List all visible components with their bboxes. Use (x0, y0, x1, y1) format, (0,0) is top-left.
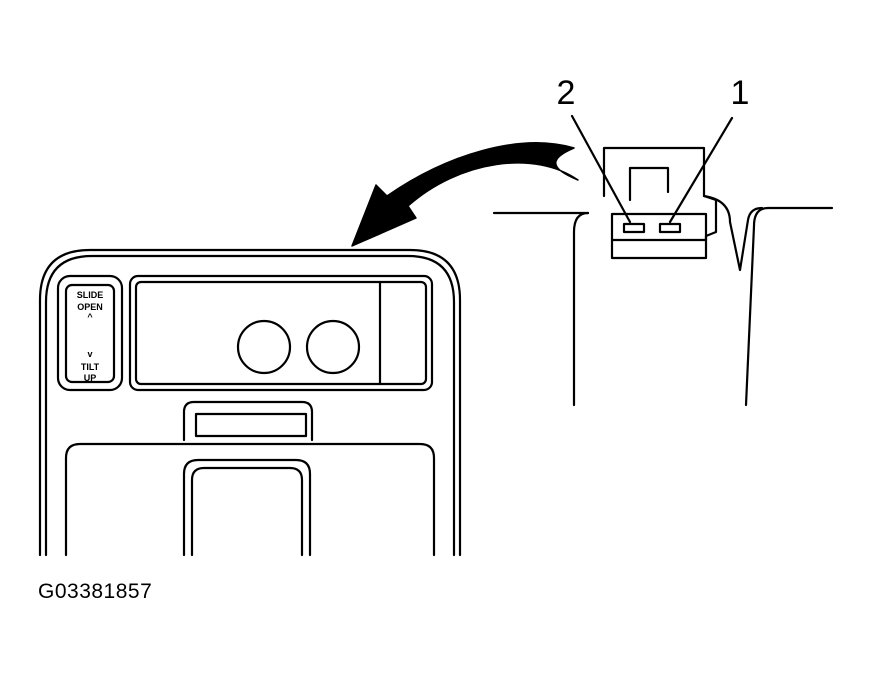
latch-button (194, 412, 308, 438)
sunroof-switch-bezel (56, 274, 124, 392)
console-outline (38, 248, 462, 557)
terminal-1-pin (658, 222, 682, 234)
switch-label-tilt: TILT (81, 362, 100, 372)
lamp-panel (128, 274, 434, 392)
connector-body (602, 146, 718, 260)
connector-detail (492, 114, 834, 407)
latch-housing (182, 400, 314, 442)
compartment-door (64, 442, 436, 557)
switch-label-open: OPEN (77, 302, 103, 312)
terminal-2-pin (622, 222, 646, 234)
lamp-button-left (236, 319, 292, 375)
leader-line-2 (570, 114, 632, 224)
overhead-console: SLIDE OPEN ^ v TILT UP (38, 248, 462, 557)
leader-line-1 (668, 116, 734, 224)
switch-down-arrow: v (87, 349, 92, 359)
lamp-button-right (305, 319, 361, 375)
pointer-arrow (351, 142, 579, 247)
callout-terminal-1: 1 (731, 74, 750, 112)
switch-label-slide: SLIDE (77, 290, 104, 300)
connector-face (610, 212, 708, 242)
console-inner-outline (44, 254, 456, 557)
switch-up-arrow: ^ (87, 312, 93, 322)
compartment-recess-inner (190, 466, 304, 557)
figure-code: G03381857 (38, 580, 153, 603)
connector-lock-tab (628, 166, 670, 202)
lamp-lens (134, 280, 428, 386)
switch-label-up: UP (84, 373, 97, 383)
console-center-rib (702, 194, 764, 272)
console-section-right (744, 206, 770, 407)
callout-terminal-2: 2 (557, 74, 576, 112)
compartment-recess (182, 458, 312, 557)
sunroof-switch (64, 283, 116, 384)
console-section-left (572, 211, 590, 407)
